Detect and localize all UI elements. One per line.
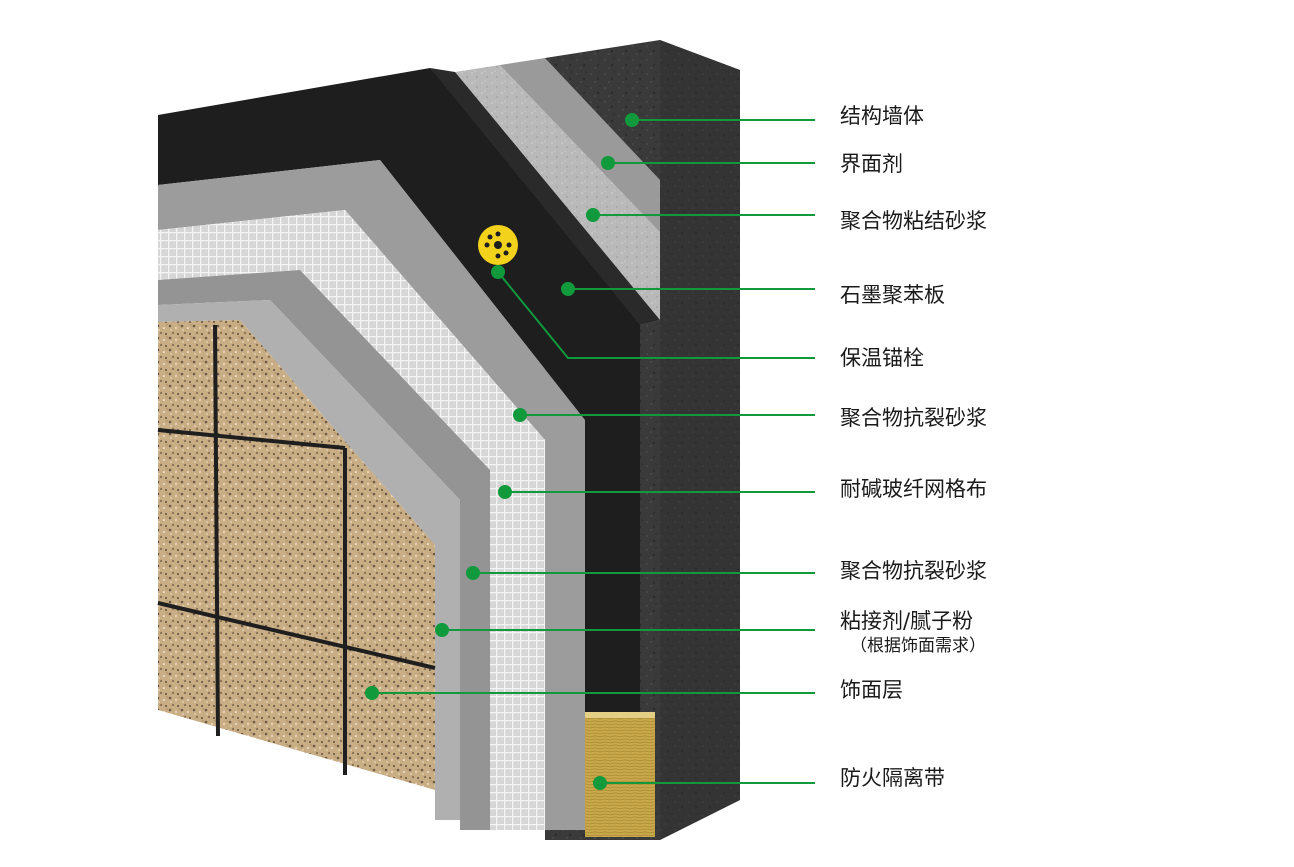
putty-layer bbox=[158, 300, 460, 820]
label-putty-note: （根据饰面需求） bbox=[850, 636, 986, 656]
label-finish-layer: 饰面层 bbox=[840, 678, 903, 702]
label-fiberglass-mesh: 耐碱玻纤网格布 bbox=[840, 477, 987, 501]
label-crack-mortar-1: 聚合物抗裂砂浆 bbox=[840, 406, 987, 430]
finish-layer bbox=[157, 320, 436, 790]
insulation-anchor-icon bbox=[478, 225, 518, 265]
label-structural-wall: 结构墙体 bbox=[840, 104, 924, 128]
leader-lines bbox=[365, 113, 815, 790]
leader-dot-putty bbox=[435, 623, 449, 637]
leader-dot-crack-mortar-1 bbox=[513, 408, 527, 422]
label-adhesive-mortar: 聚合物粘结砂浆 bbox=[840, 209, 987, 233]
crack-mortar-1-layer bbox=[158, 160, 585, 830]
leader-dot-finish-layer bbox=[365, 686, 379, 700]
leader-dot-crack-mortar-2 bbox=[466, 566, 480, 580]
label-insulation-anchor: 保温锚栓 bbox=[840, 346, 924, 370]
label-fire-barrier: 防火隔离带 bbox=[840, 766, 945, 790]
leader-dot-adhesive-mortar bbox=[586, 208, 600, 222]
graphite-eps-layer bbox=[158, 68, 660, 830]
label-crack-mortar-2: 聚合物抗裂砂浆 bbox=[840, 559, 987, 583]
leader-line-insulation-anchor bbox=[497, 271, 815, 359]
leader-dot-fire-barrier bbox=[593, 776, 607, 790]
label-putty: 粘接剂/腻子粉 bbox=[840, 609, 974, 633]
leader-dot-fiberglass-mesh bbox=[498, 485, 512, 499]
leader-dot-insulation-anchor bbox=[491, 265, 505, 279]
label-interface-agent: 界面剂 bbox=[840, 152, 903, 176]
label-graphite-eps: 石墨聚苯板 bbox=[840, 283, 945, 307]
leader-dot-interface-agent bbox=[601, 156, 615, 170]
fiberglass-mesh-layer bbox=[158, 210, 545, 830]
leader-dot-graphite-eps bbox=[561, 282, 575, 296]
leader-dot-structural-wall bbox=[625, 113, 639, 127]
fire-barrier-layer bbox=[585, 712, 655, 837]
crack-mortar-2-layer bbox=[158, 270, 490, 830]
